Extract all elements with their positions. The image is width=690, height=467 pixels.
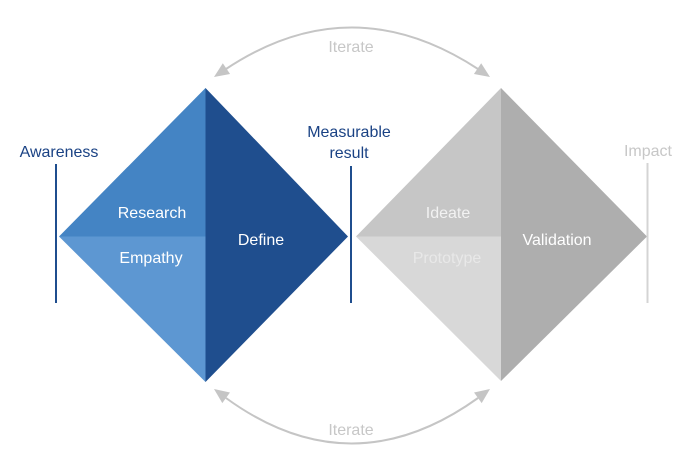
research-label: Research (118, 205, 186, 222)
research-quarter (59, 88, 206, 237)
arrowhead-top-left-icon (214, 63, 231, 77)
empathy-label: Empathy (119, 250, 182, 267)
iterate-bottom-label: Iterate (328, 422, 373, 439)
left-diamond: Research Empathy Define (59, 88, 348, 382)
arrowhead-bottom-right-icon (474, 389, 490, 404)
impact-milestone: Impact (624, 143, 673, 303)
empathy-quarter (59, 236, 206, 382)
awareness-label: Awareness (20, 144, 99, 161)
validation-label: Validation (522, 232, 591, 249)
iterate-bottom-arrow: Iterate (214, 389, 490, 445)
ideate-label: Ideate (426, 205, 471, 222)
iterate-top-arrow: Iterate (214, 26, 490, 77)
ideate-quarter (356, 88, 501, 237)
measurable-result-milestone: Measurable result (307, 124, 391, 303)
prototype-label: Prototype (413, 250, 482, 267)
prototype-quarter (356, 236, 501, 381)
define-label: Define (238, 232, 284, 249)
measurable-result-label-line2: result (329, 145, 369, 162)
iterate-top-arc (225, 26, 479, 70)
arrowhead-bottom-left-icon (214, 389, 230, 404)
impact-label: Impact (624, 143, 673, 160)
validation-half (501, 88, 647, 381)
define-half (205, 88, 348, 382)
iterate-bottom-arc (225, 397, 479, 445)
right-diamond: Ideate Prototype Validation (356, 88, 647, 381)
measurable-result-label-line1: Measurable (307, 124, 391, 141)
arrowhead-top-right-icon (473, 63, 490, 77)
awareness-milestone: Awareness (20, 144, 99, 303)
iterate-top-label: Iterate (328, 39, 373, 56)
